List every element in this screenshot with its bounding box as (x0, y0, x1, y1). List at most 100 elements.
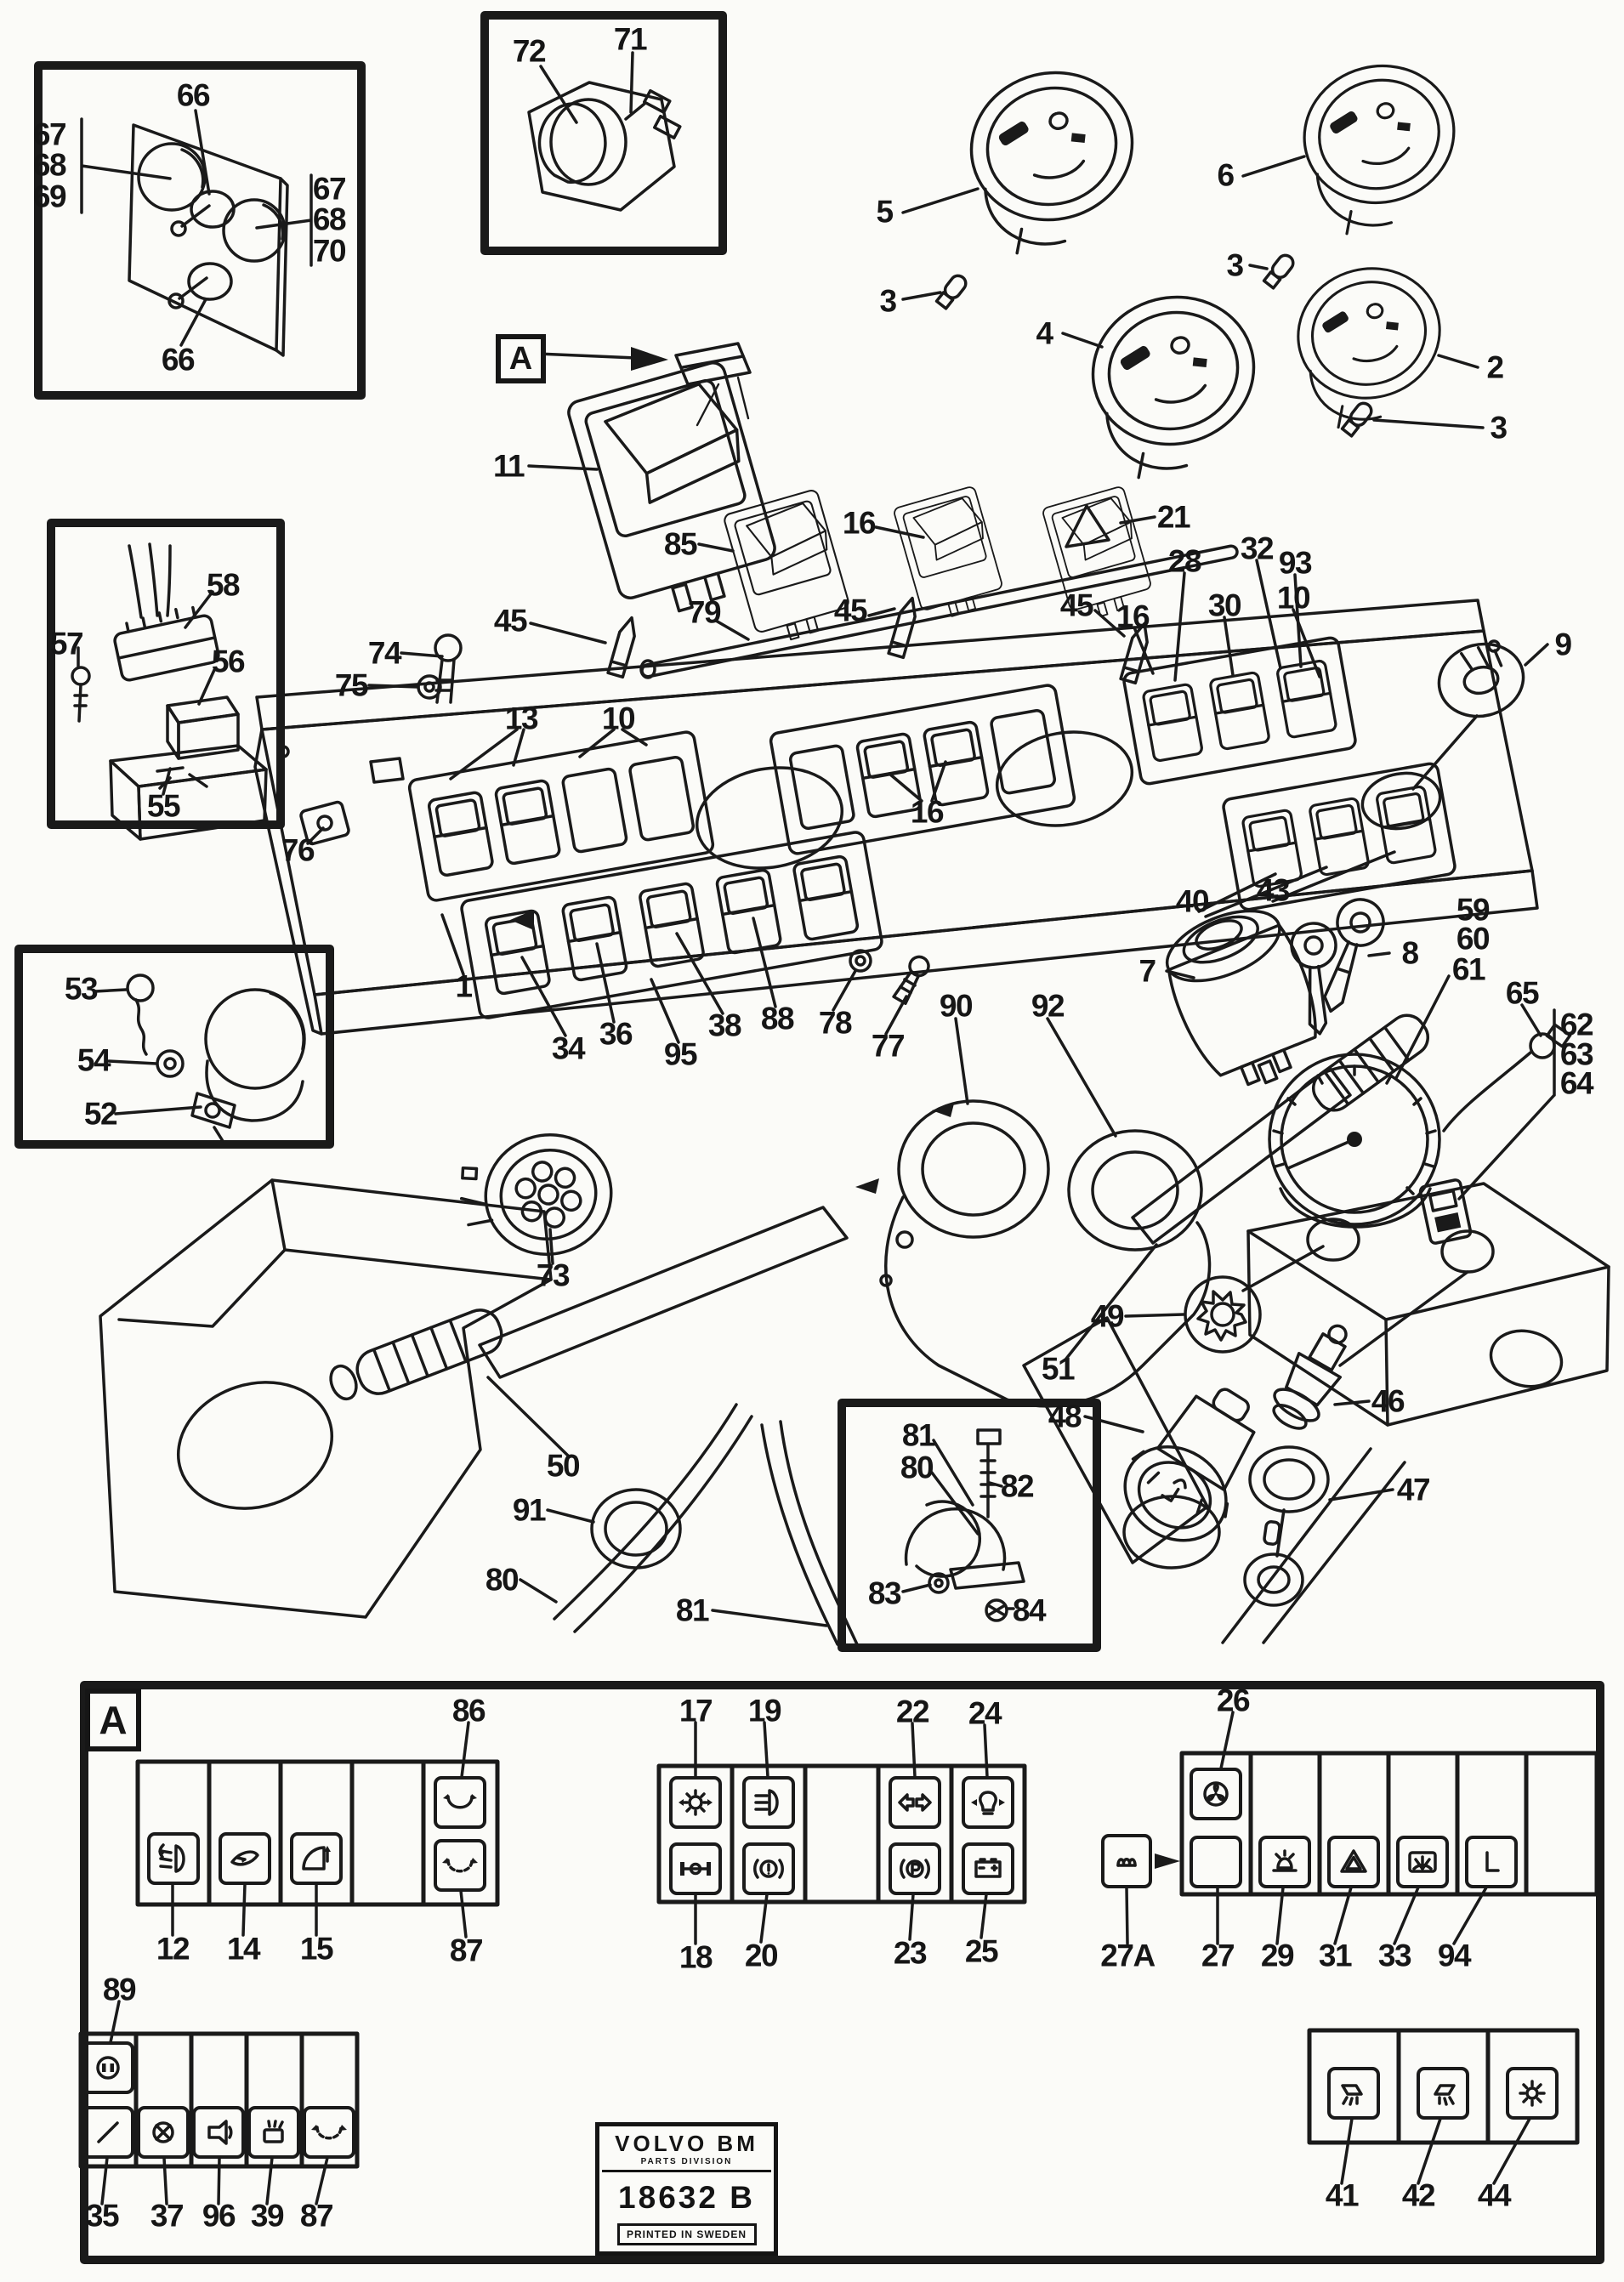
tachometer-drawing (1268, 1053, 1441, 1229)
part-number-label: 74 (367, 635, 402, 671)
parking-brake-button[interactable] (889, 1842, 941, 1895)
part-number-label: 38 (707, 1008, 742, 1043)
part-number-label: 8 (1401, 935, 1419, 971)
part-number-label: 54 (77, 1042, 111, 1078)
screw-74-washer-75-drawing (417, 633, 463, 704)
blank-button[interactable] (1190, 1836, 1242, 1888)
fan-button[interactable] (1190, 1768, 1242, 1820)
brand-name: VOLVO BM (615, 2131, 758, 2156)
part-number-label: 68 (312, 202, 347, 237)
brake-warning-button[interactable] (742, 1842, 795, 1895)
bucket-lower-button[interactable] (434, 1776, 486, 1829)
dash-housing-drawing (99, 1178, 553, 1619)
clip-a-drawing (674, 342, 752, 427)
part-number-label: 16 (1116, 599, 1150, 634)
hazard-button[interactable] (1327, 1836, 1380, 1888)
turn-signal-button[interactable] (889, 1776, 941, 1829)
part-number-label: 56 (211, 644, 246, 679)
part-number-label: 61 (1451, 951, 1486, 987)
switch-panel-drawing (527, 81, 682, 212)
gauge-4-drawing (1076, 278, 1277, 485)
part-number-label: 87 (299, 2198, 334, 2234)
part-number-label: 45 (833, 593, 868, 628)
power-outlet-button[interactable] (82, 2041, 134, 2094)
document-number: 18632 B (618, 2180, 755, 2215)
part-number-label: 40 (1175, 883, 1210, 919)
interior-light-button[interactable] (1506, 2067, 1559, 2120)
part-number-label: 11 (492, 448, 525, 484)
part-number-label: 3 (879, 283, 897, 319)
part-number-label: 20 (744, 1938, 779, 1973)
clamp-detail-drawing (126, 974, 306, 1143)
part-number-label: 90 (939, 988, 974, 1024)
part-number-label: 27 (1201, 1938, 1235, 1973)
bulb-check-button[interactable] (962, 1776, 1014, 1829)
publisher-block: VOLVO BM PARTS DIVISION 18632 B PRINTED … (595, 2122, 778, 2256)
lighter-48-drawing (1123, 1388, 1256, 1542)
part-number-label: 79 (687, 594, 722, 630)
sensor-46-drawing (1272, 1324, 1348, 1430)
part-number-label: 33 (1377, 1938, 1412, 1973)
part-number-label: 42 (1401, 2177, 1436, 2213)
work-light-rear-button[interactable] (1327, 2067, 1380, 2120)
part-number-label: 69 (32, 179, 67, 214)
beacon-button[interactable] (1258, 1836, 1311, 1888)
part-number-label: 66 (161, 342, 196, 377)
part-number-label: 81 (675, 1592, 710, 1628)
washer-button[interactable] (247, 2106, 300, 2159)
part-number-label: 62 (1559, 1007, 1594, 1042)
panel-light-button[interactable] (669, 1776, 722, 1829)
part-number-label: 70 (312, 233, 347, 269)
part-number-label: 91 (512, 1492, 547, 1528)
hood-button[interactable] (219, 1832, 271, 1885)
symbol-panel-right (1179, 1751, 1599, 1897)
low-beam-button[interactable] (147, 1832, 200, 1885)
horn-button[interactable] (192, 2106, 245, 2159)
part-number-label: 71 (613, 21, 648, 57)
symbol-panel-lower-right (1307, 2028, 1580, 2145)
sensor-65-drawing (1442, 1023, 1572, 1132)
part-number-label: 51 (1041, 1351, 1076, 1387)
gauge-6-drawing (1288, 48, 1475, 241)
part-number-label: 45 (1059, 588, 1094, 623)
part-number-label: 48 (1048, 1399, 1082, 1434)
part-number-label: 84 (1012, 1592, 1047, 1628)
part-number-label: 47 (1396, 1472, 1431, 1507)
part-number-label: 77 (871, 1028, 906, 1064)
symbol-panel-lights (656, 1763, 1027, 1905)
part-number-label: 44 (1477, 2177, 1512, 2213)
l-gear-button[interactable] (1465, 1836, 1518, 1888)
part-number-label: 32 (1240, 531, 1275, 566)
bucket-tilt-button-2[interactable] (303, 2106, 355, 2159)
fan-off-button[interactable] (137, 2106, 190, 2159)
section-a-label: A (85, 1689, 141, 1751)
part-number-label: 78 (818, 1005, 853, 1041)
part-number-label: 1 (455, 968, 473, 1004)
part-number-label: 83 (867, 1575, 902, 1611)
part-number-label: 27A (1100, 1938, 1156, 1973)
blank-slash-button[interactable] (82, 2106, 134, 2159)
work-light-front-button[interactable] (1417, 2067, 1469, 2120)
diff-lock-button[interactable] (669, 1842, 722, 1895)
bucket-tilt-button[interactable] (434, 1839, 486, 1892)
part-number-label: 80 (900, 1450, 934, 1485)
part-number-label: 63 (1559, 1036, 1594, 1072)
part-number-label: 3 (1490, 410, 1508, 446)
part-number-label: 52 (83, 1096, 118, 1132)
part-number-label: 50 (546, 1448, 581, 1484)
part-number-label: 23 (893, 1935, 928, 1971)
battery-button[interactable] (962, 1842, 1014, 1895)
wiper-button[interactable] (1396, 1836, 1449, 1888)
part-number-label: 72 (512, 33, 547, 69)
part-number-label: 60 (1456, 921, 1491, 957)
glow-plug-button[interactable] (1101, 1834, 1152, 1888)
ramp-button[interactable] (290, 1832, 343, 1885)
part-number-label: 13 (504, 701, 539, 736)
part-number-label: 75 (334, 667, 369, 703)
part-number-label: 65 (1505, 975, 1540, 1011)
main-beam-button[interactable] (742, 1776, 795, 1829)
part-number-label: 82 (1000, 1468, 1035, 1504)
part-number-label: 39 (250, 2198, 285, 2234)
